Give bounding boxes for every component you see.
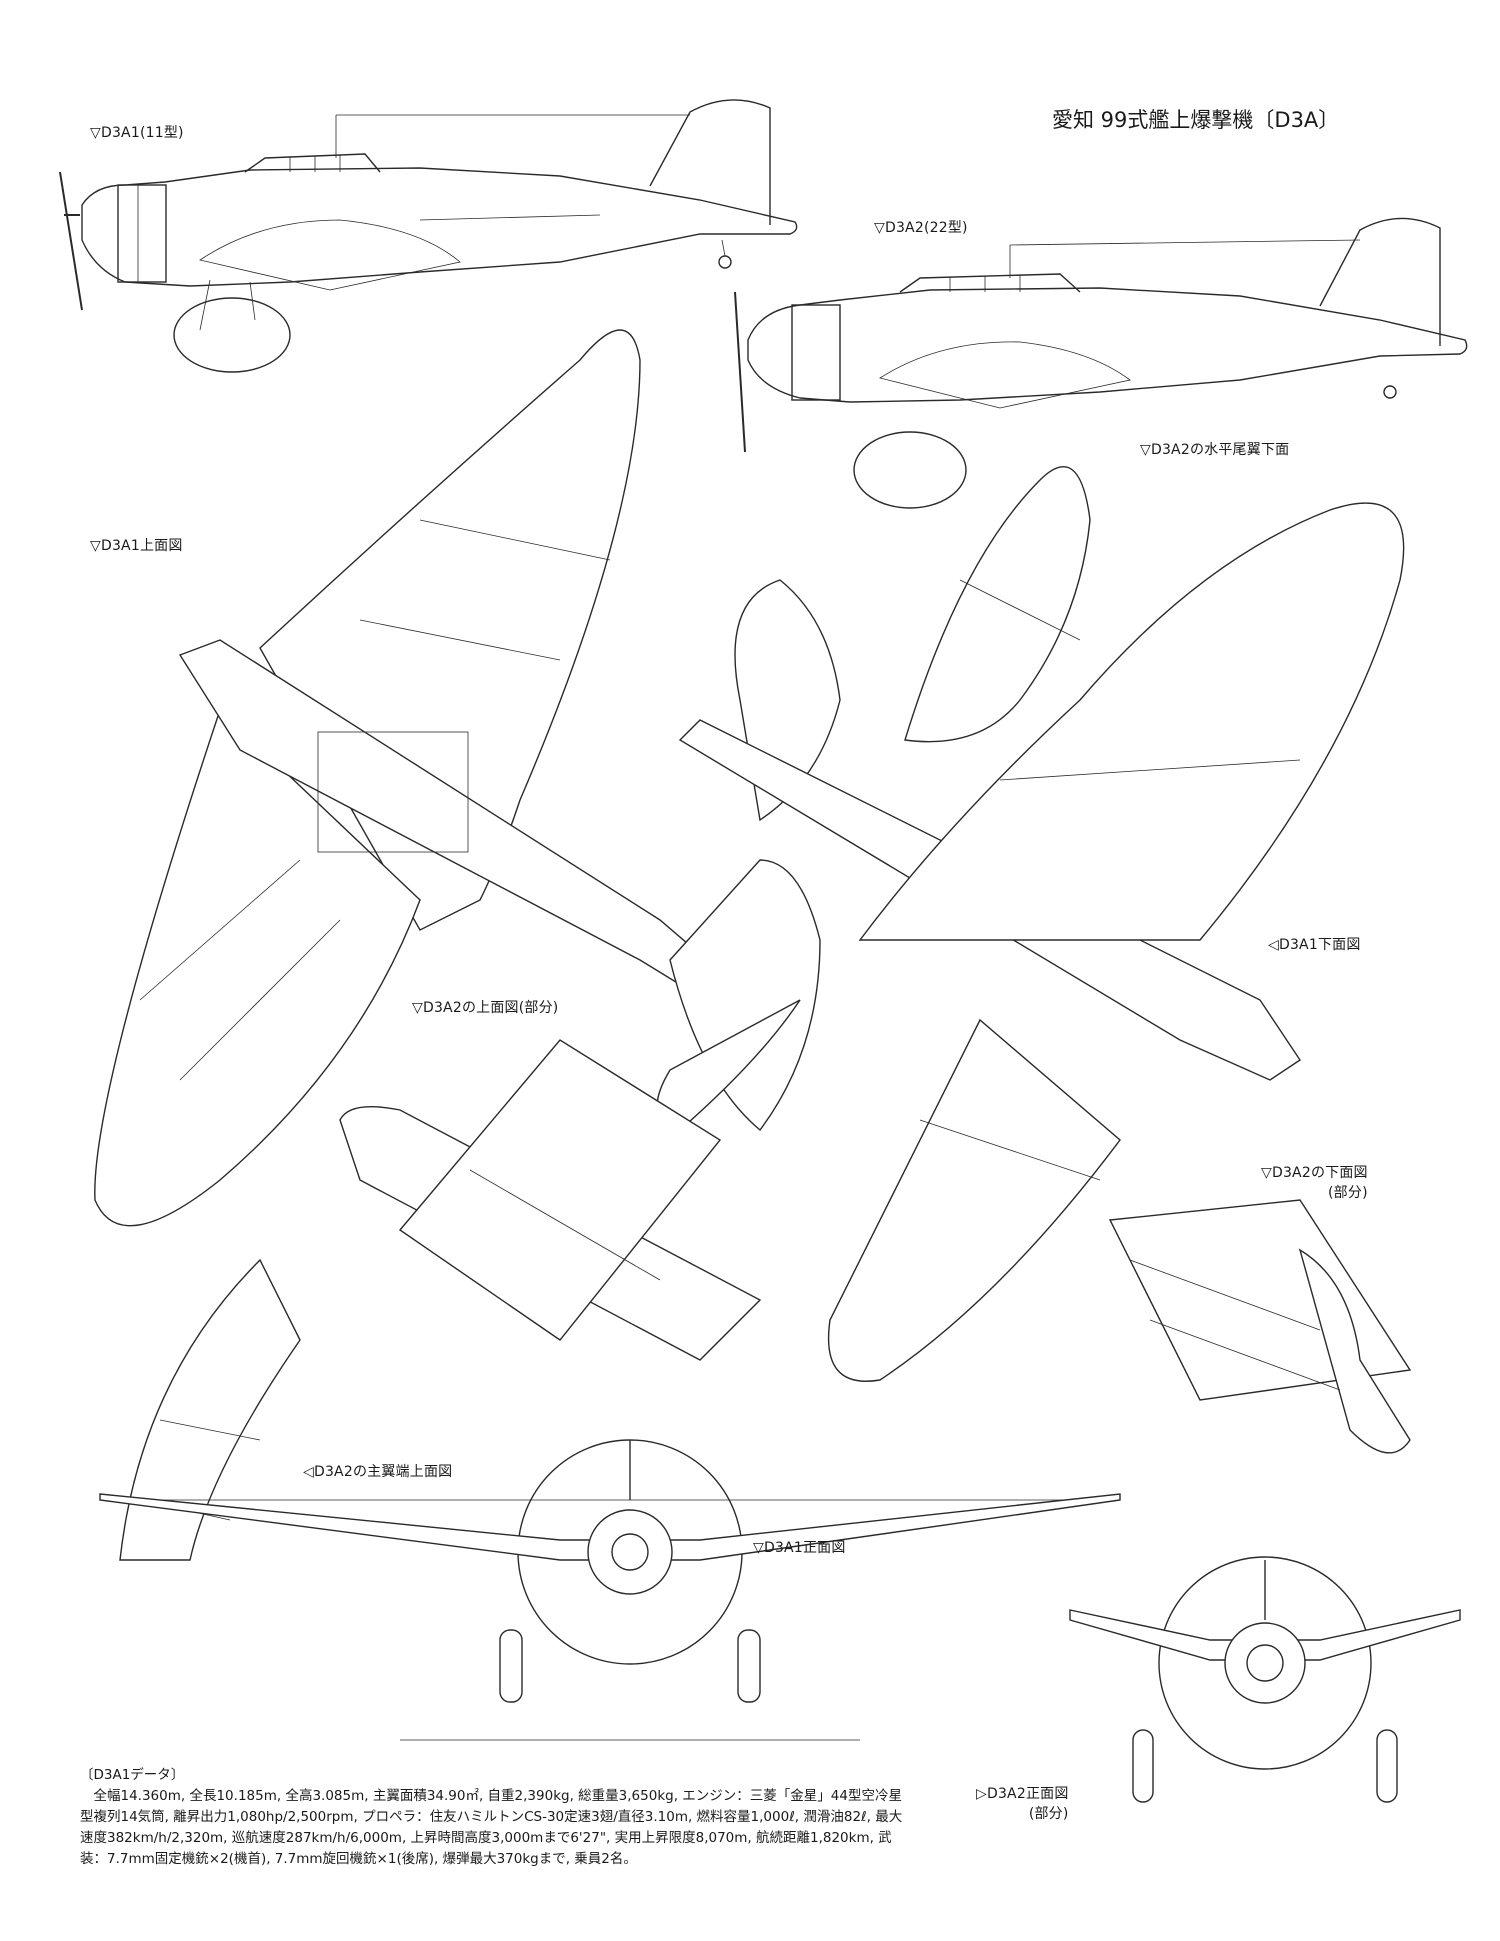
label-d3a2-front: ▷D3A2正面図 (部分) [976,1783,1069,1823]
d3a2-side-view [734,217,1468,509]
label-d3a1-bottom: ◁D3A1下面図 [1268,937,1361,953]
d3a2-front-partial-view [1069,1556,1461,1803]
label-d3a2-bottom-partial: ▽D3A2の下面図 (部分) [1261,1162,1368,1202]
d3a1-side-view [59,99,798,373]
d3a2-bottom-partial-view [1108,1199,1412,1454]
label-d3a1-front: ▽D3A1正面図 [753,1540,846,1556]
label-d3a2-side: ▽D3A2(22型) [874,220,968,236]
specifications-block: 〔D3A1データ〕 全幅14.360m, 全長10.185m, 全高3.085m… [80,1765,910,1870]
d3a2-top-partial-view [339,1039,762,1361]
specifications-heading: 〔D3A1データ〕 [80,1767,185,1783]
label-d3a2-front-line2: (部分) [1028,1806,1069,1822]
d3a1-front-view [99,1439,1121,1741]
d3a2-tailplane-lower-view [904,466,1091,743]
label-d3a2-wingtip-top: ◁D3A2の主翼端上面図 [303,1464,453,1480]
d3a1-top-view [94,329,821,1227]
page-title: 愛知 99式艦上爆撃機〔D3A〕 [1052,108,1340,132]
label-d3a2-bottom-partial-line2: (部分) [1328,1185,1368,1201]
specifications-text: 全幅14.360m, 全長10.185m, 全高3.085m, 主翼面積34.9… [80,1788,903,1867]
label-d3a2-front-line1: ▷D3A2正面図 [976,1786,1069,1802]
label-d3a2-tailplane-lower: ▽D3A2の水平尾翼下面 [1140,442,1290,458]
label-d3a1-side: ▽D3A1(11型) [90,125,184,141]
label-d3a1-top: ▽D3A1上面図 [90,538,183,554]
label-d3a2-top-partial: ▽D3A2の上面図(部分) [412,1000,559,1016]
label-d3a2-bottom-partial-line1: ▽D3A2の下面図 [1261,1165,1368,1181]
d3a1-bottom-view [656,502,1405,1382]
